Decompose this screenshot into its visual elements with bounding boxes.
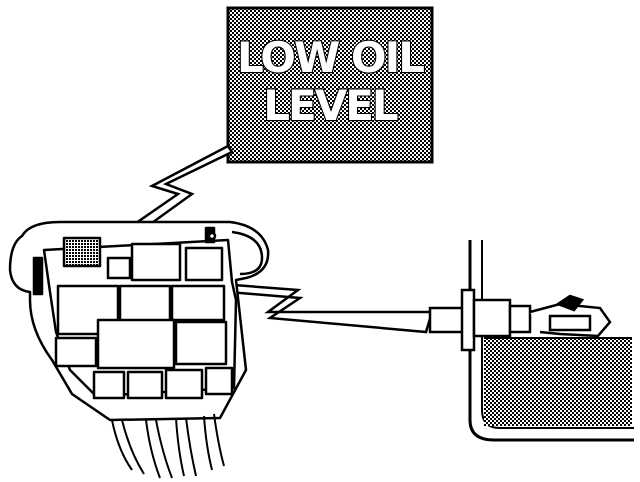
wiring-harness bbox=[111, 413, 225, 479]
warning-display-panel: LOW OIL LEVEL bbox=[226, 6, 434, 164]
warning-text-line2: LEVEL bbox=[263, 81, 398, 130]
oil-level-sensor bbox=[428, 288, 612, 352]
warning-text-line1: LOW OIL bbox=[237, 33, 424, 82]
oil-level-fill bbox=[484, 338, 632, 426]
oil-sump bbox=[468, 240, 634, 442]
control-module bbox=[8, 220, 270, 422]
